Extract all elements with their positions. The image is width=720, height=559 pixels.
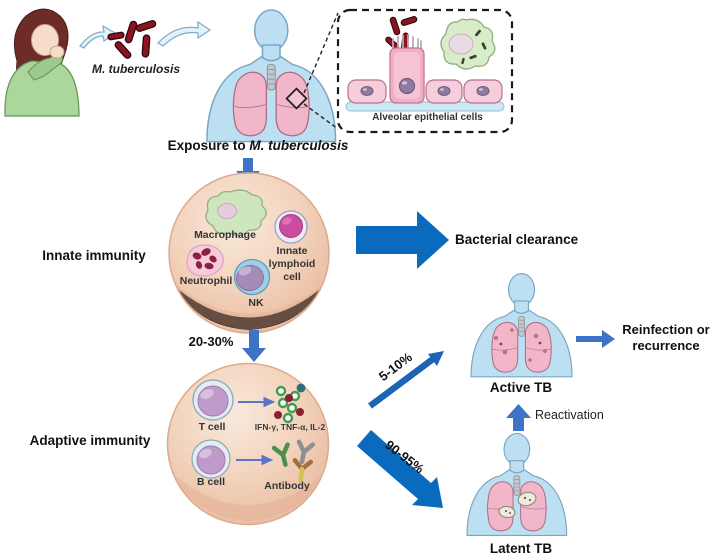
b-cell-secretion-arrow-icon xyxy=(236,454,274,466)
innate-lymphoid-cell-label: Innate lymphoid cell xyxy=(268,245,316,283)
reinfection-arrow-icon xyxy=(576,330,615,348)
reinfection-line1: Reinfection or xyxy=(622,322,710,337)
latent-tb-label: Latent TB xyxy=(489,541,553,556)
reinfection-line2: recurrence xyxy=(632,338,700,353)
antibody-icon xyxy=(271,439,315,483)
epithelial-cells-icon xyxy=(345,34,505,112)
t-cell-label: T cell xyxy=(198,421,226,433)
neutrophil-label: Neutrophil xyxy=(179,275,233,287)
pct-20-30-label: 20-30% xyxy=(188,334,234,349)
macrophage-icon xyxy=(205,189,267,237)
innate-immunity-circle xyxy=(168,172,330,334)
reinfection-label: Reinfection or recurrence xyxy=(611,322,720,354)
coughing-person-illustration xyxy=(4,8,80,117)
neutrophil-icon xyxy=(186,244,224,277)
latent-tb-granulomas xyxy=(498,491,537,519)
inset-caption: Alveolar epithelial cells xyxy=(372,112,483,123)
pathogen-label: M. tuberculosis xyxy=(91,62,180,76)
adaptive-to-latent-arrow-icon xyxy=(357,430,443,508)
innate-to-adaptive-arrow-icon xyxy=(242,330,266,362)
reactivation-label: Reactivation xyxy=(535,408,604,422)
adaptive-immunity-circle xyxy=(166,362,330,526)
nk-cell-icon xyxy=(233,258,271,296)
active-tb-label: Active TB xyxy=(489,380,553,395)
macrophage-label: Macrophage xyxy=(194,229,256,241)
exposure-caption-pathogen: M. tuberculosis xyxy=(249,138,349,153)
person-hand xyxy=(49,45,65,59)
innate-immunity-title: Innate immunity xyxy=(42,248,146,263)
exposure-caption-prefix: Exposure to xyxy=(167,138,250,153)
b-cell-label: B cell xyxy=(196,476,225,488)
bacterial-clearance-arrow-icon xyxy=(356,211,449,269)
cytokines-label: IFN-γ, TNF-α, IL-2 xyxy=(254,422,326,432)
adaptive-to-active-arrow-icon xyxy=(368,351,444,409)
bacteria-icon xyxy=(107,20,157,59)
inset-connector-lines xyxy=(303,12,339,130)
active-tb-lesions xyxy=(494,328,547,362)
columnar-cell-icon xyxy=(389,34,425,104)
bacterial-clearance-label: Bacterial clearance xyxy=(455,232,579,247)
inset-macrophage-icon xyxy=(440,18,496,70)
t-cell-icon xyxy=(192,379,234,421)
innate-lymphoid-cell-icon xyxy=(274,210,308,244)
t-cell-secretion-arrow-icon xyxy=(238,396,276,408)
alveolar-inset-box xyxy=(336,8,514,134)
exposure-caption: Exposure to M. tuberculosis xyxy=(146,138,370,154)
reactivation-arrow-icon xyxy=(506,404,531,431)
exposed-patient-illustration xyxy=(206,9,339,143)
latent-tb-patient-illustration xyxy=(466,432,568,537)
active-tb-patient-illustration xyxy=(470,272,573,378)
adaptive-immunity-title: Adaptive immunity xyxy=(29,433,151,448)
b-cell-icon xyxy=(191,439,231,479)
antibody-label: Antibody xyxy=(264,480,310,492)
magnifier-diamond-icon xyxy=(285,87,308,110)
nk-label: NK xyxy=(248,297,264,309)
cytokine-dots-icon xyxy=(274,383,306,424)
transmission-arrow-icon-2 xyxy=(157,20,212,47)
